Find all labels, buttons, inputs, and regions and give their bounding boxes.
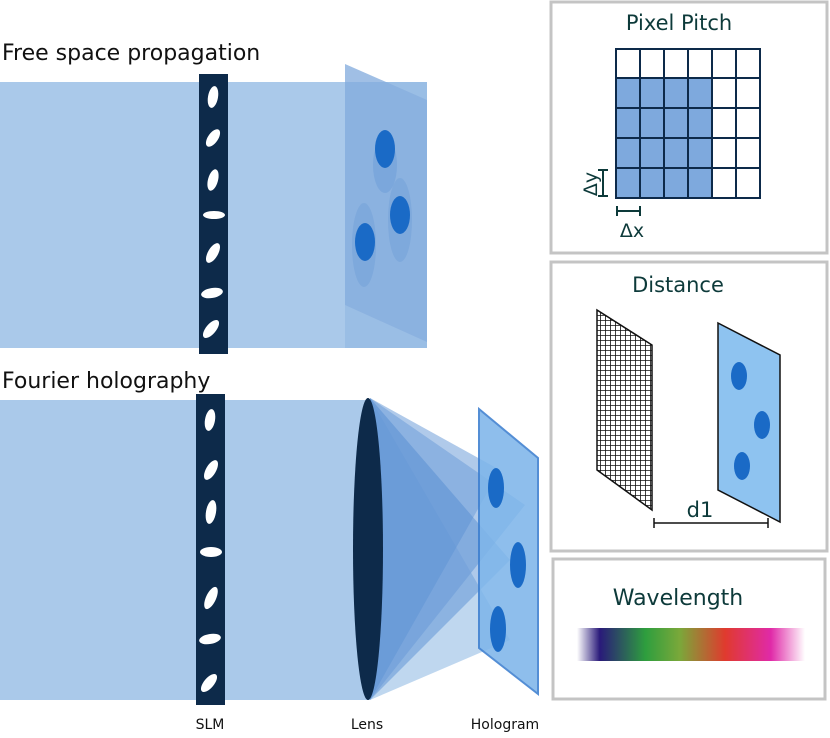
slm-grid-plane [596,308,653,512]
hologram-dot [490,606,506,652]
propagation-plane [345,64,427,342]
distance-title: Distance [632,273,724,297]
distance-dot [734,452,750,480]
spectrum-bar [577,628,805,661]
lens-label: Lens [351,717,383,733]
lens [353,398,383,700]
hologram-dot [510,542,526,588]
slm-bottom-pixels [199,409,222,693]
cone [370,398,510,700]
distance-dot [754,411,770,439]
delta-y-label: Δy [580,172,602,196]
pitch-markers [598,169,641,216]
hologram-dot [488,468,504,508]
wavelength-title: Wavelength [613,586,744,611]
fourier-label: Fourier holography [2,369,210,394]
image-dot [375,130,395,168]
delta-x-label: Δx [620,220,644,242]
pixel-grid [615,48,761,199]
cone [370,398,500,700]
hologram-plane-small [717,321,781,524]
hologram-label: Hologram [471,717,539,733]
distance-dot [731,362,747,390]
d1-label: d1 [687,498,714,522]
pixel-pitch-title: Pixel Pitch [626,11,732,35]
propagation-slab [345,82,427,348]
image-dot [390,196,410,234]
image-dot [355,223,375,261]
slm-label: SLM [196,717,225,733]
distance-marker [653,518,769,528]
fourier-beam [0,400,370,700]
hologram-plane [478,406,539,697]
free-space-label: Free space propagation [2,41,260,66]
slm-top-pixels [201,86,225,339]
